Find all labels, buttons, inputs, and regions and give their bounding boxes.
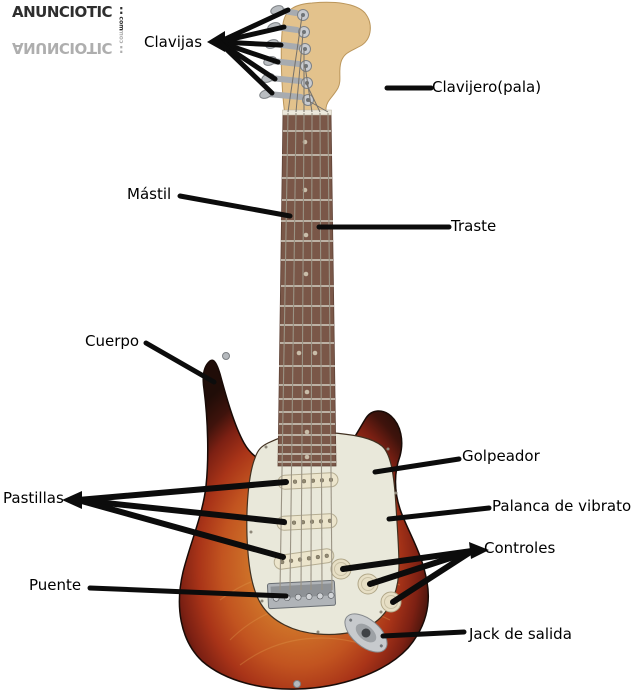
watermark-suffix: : com <box>117 3 125 31</box>
label-puente: Puente <box>29 576 82 594</box>
watermark: ANUNCIOTIC : com ANUNCIOTIC : com <box>12 3 128 57</box>
leader-puente <box>87 585 289 599</box>
label-traste: Traste <box>451 217 497 235</box>
pickup-bridge <box>273 548 335 570</box>
label-clavijas: Clavijas <box>144 33 203 51</box>
leader-golpeador <box>372 456 462 475</box>
leader-controles <box>340 542 489 605</box>
label-pastillas: Pastillas <box>3 489 64 507</box>
nut <box>282 109 332 116</box>
label-golpeador: Golpeador <box>462 447 540 465</box>
leader-mastil <box>177 193 293 219</box>
leader-palanca <box>386 505 492 522</box>
strap-button-top <box>222 352 230 360</box>
leader-lines <box>62 7 492 639</box>
strings <box>279 15 333 591</box>
jack-plate <box>344 613 388 653</box>
label-jack: Jack de salida <box>469 625 572 643</box>
leader-pastillas <box>62 479 289 560</box>
label-clavijero: Clavijero(pala) <box>432 78 542 96</box>
watermark-reflection: ANUNCIOTIC : com <box>12 29 125 57</box>
leader-jack <box>380 629 467 639</box>
watermark-text: ANUNCIOTIC : com <box>12 3 128 31</box>
leader-cuerpo <box>143 340 217 385</box>
frets <box>278 130 336 463</box>
label-controles: Controles <box>484 539 556 557</box>
leader-clavijas <box>207 7 291 96</box>
label-mastil: Mástil <box>127 185 172 203</box>
strap-button-bottom <box>293 680 301 688</box>
label-palanca: Palanca de vibrato <box>492 497 632 515</box>
inlay-dots <box>296 139 318 460</box>
label-cuerpo: Cuerpo <box>85 332 140 350</box>
